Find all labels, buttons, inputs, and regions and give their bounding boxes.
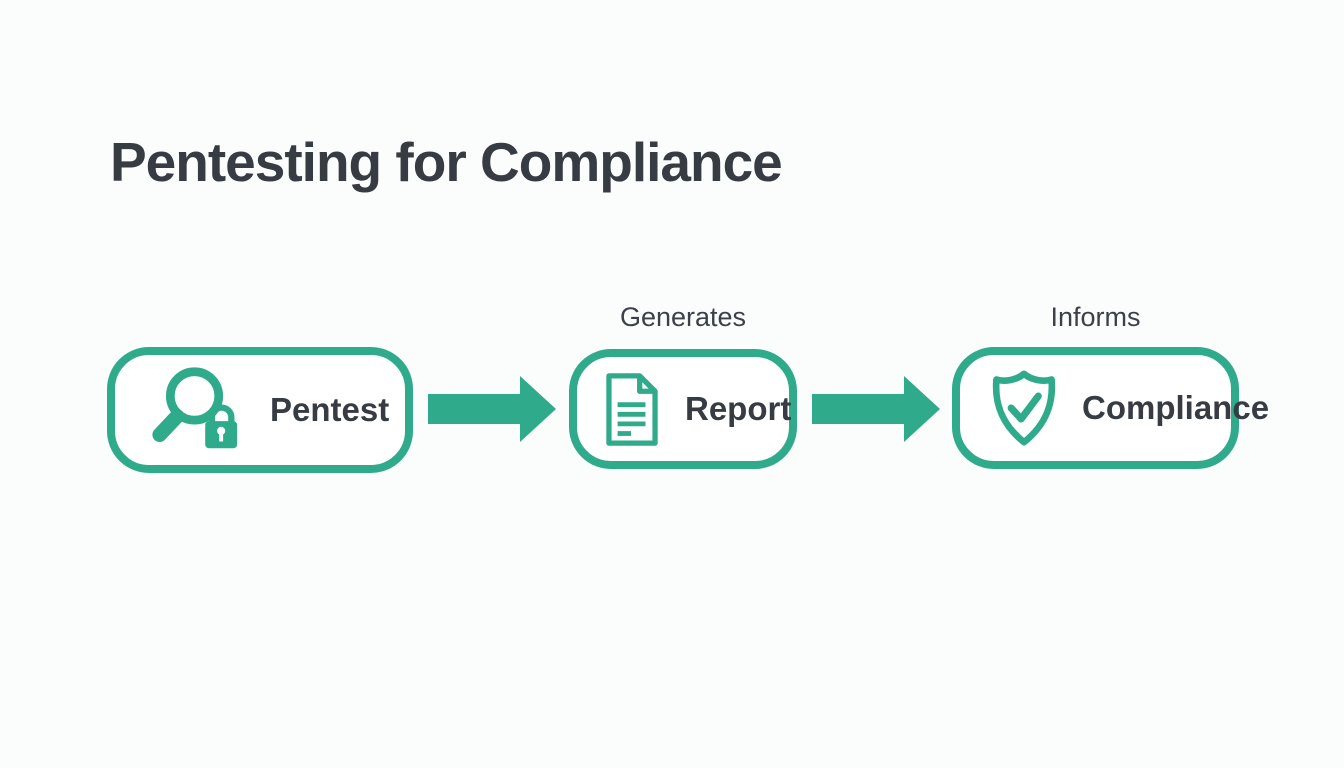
magnifier-lock-icon (152, 367, 238, 449)
page-title: Pentesting for Compliance (110, 131, 783, 193)
node-label-report: Report (685, 390, 792, 427)
node-label-compliance: Compliance (1082, 389, 1270, 426)
shield-check-icon (992, 370, 1056, 446)
node-label-pentest: Pentest (270, 391, 390, 428)
document-icon (606, 372, 658, 446)
edge-label-informs: Informs (1050, 302, 1141, 332)
arrow-right-icon (428, 376, 556, 442)
node-compliance: Compliance (952, 347, 1269, 469)
node-report: Report (569, 349, 797, 469)
node-pentest: Pentest (107, 347, 413, 473)
arrow-right-icon (812, 376, 940, 442)
edge-label-generates: Generates (619, 302, 747, 332)
